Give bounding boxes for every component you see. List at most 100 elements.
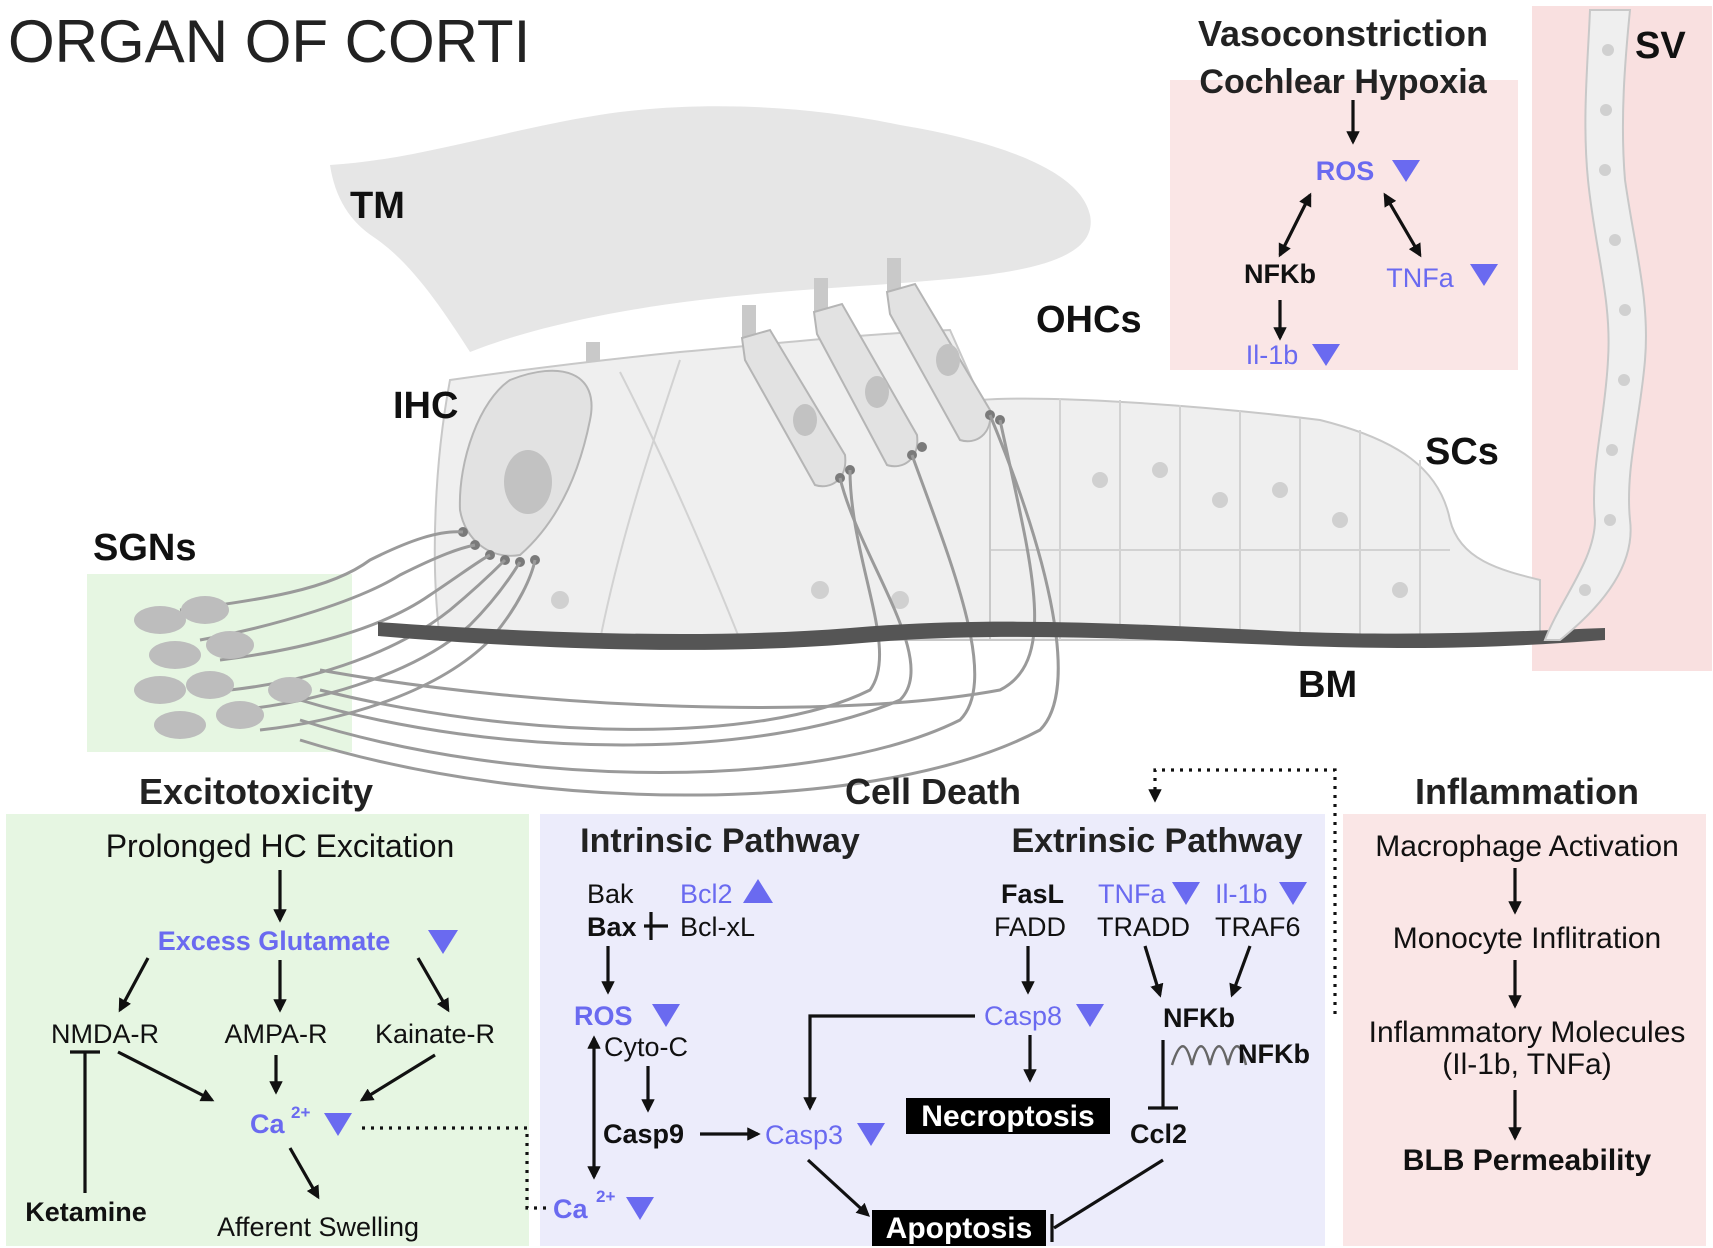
calcium-excito: Ca: [250, 1109, 285, 1139]
inflammatory-molecules: Inflammatory Molecules: [1369, 1016, 1686, 1049]
nucleus: [1212, 492, 1228, 508]
nucleus: [1272, 482, 1288, 498]
excitotoxicity-header: Excitotoxicity: [139, 771, 373, 812]
inflammation-link-dotted: [1148, 768, 1337, 1014]
nfkb-vaso: NFKb: [1244, 259, 1316, 289]
nucleus: [1092, 472, 1108, 488]
nucleus: [1152, 462, 1168, 478]
nucleus: [1332, 512, 1348, 528]
cell-death-pathway: Cell Death Intrinsic Pathway Extrinsic P…: [553, 768, 1337, 1246]
calcium-intrinsic: Ca: [553, 1194, 588, 1224]
vasoconstriction-panel: [1170, 80, 1518, 370]
calcium-charge-intrinsic: 2+: [596, 1187, 615, 1206]
bcl2: Bcl2: [680, 879, 733, 909]
macrophage-activation: Macrophage Activation: [1375, 830, 1679, 863]
down-triangle-icon: [1279, 882, 1307, 905]
calcium-charge: 2+: [291, 1103, 310, 1122]
up-triangle-icon: [743, 879, 773, 903]
cyto-c: Cyto-C: [604, 1032, 688, 1062]
nucleus: [551, 591, 569, 609]
necroptosis: Necroptosis: [921, 1100, 1094, 1133]
pillar-cell: [619, 371, 741, 641]
down-triangle-icon: [1392, 160, 1420, 182]
label-scs: SCs: [1425, 431, 1499, 473]
prolonged-hc-excitation: Prolonged HC Excitation: [106, 828, 455, 864]
casp8: Casp8: [984, 1001, 1062, 1031]
label-tm: TM: [350, 185, 405, 227]
excitotoxicity-panel: [6, 814, 529, 1246]
nucleus: [1392, 582, 1408, 598]
fadd: FADD: [994, 912, 1066, 942]
nfkb-dna: NFKb: [1238, 1039, 1310, 1069]
down-triangle-icon: [652, 1004, 680, 1027]
blb-permeability: BLB Permeability: [1403, 1144, 1652, 1177]
inflammation-pathway: Inflammation Macrophage Activation Monoc…: [1369, 771, 1686, 1177]
ros-vaso: ROS: [1316, 156, 1375, 186]
excess-glutamate: Excess Glutamate: [158, 926, 391, 956]
cochlear-hypoxia: Cochlear Hypoxia: [1199, 63, 1487, 101]
down-triangle-icon: [428, 930, 458, 954]
down-triangle-icon: [324, 1113, 352, 1136]
label-bm: BM: [1298, 664, 1357, 706]
down-triangle-icon: [857, 1123, 885, 1146]
diagram-title: ORGAN OF CORTI: [8, 8, 530, 75]
dna-icon: [1170, 1045, 1248, 1066]
ohc-nucleus: [865, 376, 889, 408]
anatomy-illustration: [134, 9, 1647, 797]
stria-vascularis-cells: [1543, 9, 1647, 641]
label-ihc: IHC: [393, 385, 458, 427]
nucleus: [891, 591, 909, 609]
bax: Bax: [587, 912, 637, 942]
down-triangle-icon: [1470, 264, 1498, 286]
necroptosis-box: [906, 1098, 1110, 1134]
down-triangle-icon: [1172, 882, 1200, 905]
inflammatory-molecules-list: (Il-1b, TNFa): [1442, 1048, 1611, 1081]
supporting-cell-borders: [990, 398, 1450, 640]
calcium-link-dotted: [362, 1126, 550, 1210]
il1b-extrinsic: Il-1b: [1215, 879, 1268, 909]
il1b-vaso: Il-1b: [1246, 340, 1299, 370]
bcl-xl: Bcl-xL: [680, 912, 755, 942]
vasoconstriction-pathway: Vasoconstriction Cochlear Hypoxia ROS NF…: [1198, 13, 1498, 370]
ohc-nucleus: [936, 344, 960, 376]
intrinsic-pathway-header: Intrinsic Pathway: [580, 822, 860, 860]
label-ohcs: OHCs: [1036, 299, 1142, 341]
down-triangle-icon: [1312, 344, 1340, 366]
fasl: FasL: [1001, 879, 1064, 909]
ccl2-to-apoptosis: [1053, 1158, 1164, 1230]
ampa-r: AMPA-R: [224, 1019, 327, 1049]
casp9: Casp9: [603, 1119, 684, 1149]
monocyte-infiltration: Monocyte Inflitration: [1393, 922, 1661, 955]
inflammation-header: Inflammation: [1415, 771, 1639, 812]
tnfa-extrinsic: TNFa: [1098, 879, 1166, 909]
tectorial-membrane: [330, 106, 1091, 352]
nucleus: [811, 581, 829, 599]
kainate-r: Kainate-R: [375, 1019, 495, 1049]
bak: Bak: [587, 879, 634, 909]
ccl2: Ccl2: [1130, 1119, 1187, 1149]
ihc-nucleus: [504, 450, 552, 514]
spiral-ganglion-neurons: [134, 596, 312, 739]
down-triangle-icon: [1076, 1004, 1104, 1027]
excitotoxicity-pathway: Excitotoxicity Prolonged HC Excitation E…: [25, 771, 550, 1242]
pillar-cell: [599, 359, 681, 641]
down-triangle-icon: [626, 1197, 654, 1220]
vasoconstriction-header: Vasoconstriction: [1198, 13, 1488, 54]
label-sgns: SGNs: [93, 527, 196, 569]
extrinsic-pathway-header: Extrinsic Pathway: [1011, 822, 1302, 860]
traf6: TRAF6: [1215, 912, 1301, 942]
apoptosis-box: [872, 1210, 1046, 1246]
label-sv: SV: [1635, 25, 1686, 67]
casp3: Casp3: [765, 1120, 843, 1150]
afferent-swelling: Afferent Swelling: [217, 1212, 419, 1242]
tnfa-vaso: TNFa: [1386, 263, 1454, 293]
outer-hair-cell-2: [812, 302, 919, 468]
nfkb-extrinsic: NFKb: [1163, 1003, 1235, 1033]
basilar-membrane: [378, 621, 1605, 650]
inflammation-panel: [1343, 814, 1706, 1246]
ohc-nucleus: [793, 404, 817, 436]
apoptosis: Apoptosis: [886, 1212, 1033, 1245]
tradd: TRADD: [1097, 912, 1190, 942]
ketamine: Ketamine: [25, 1197, 147, 1227]
